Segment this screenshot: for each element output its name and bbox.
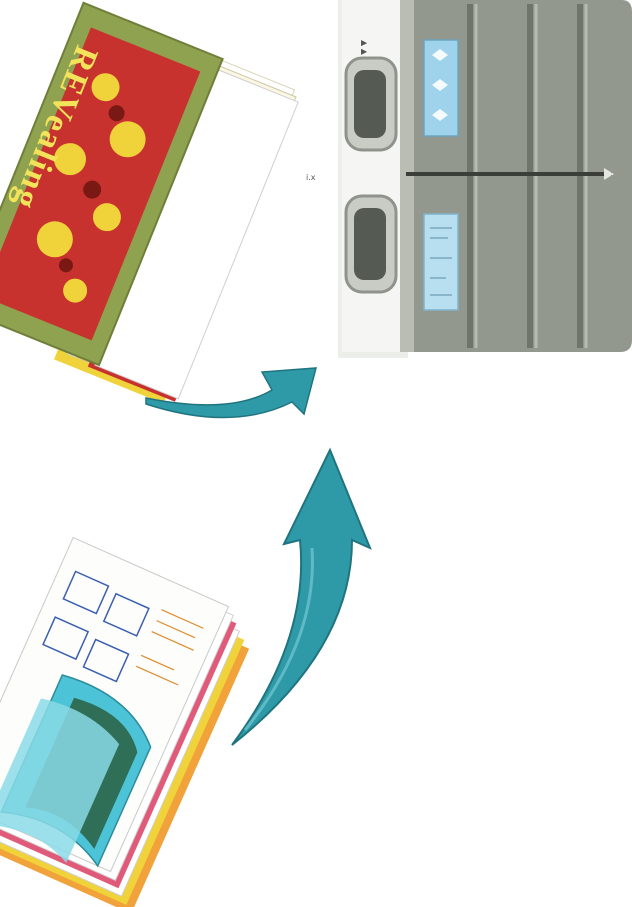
recycling-bin-icon: ▲ ▲ [338, 0, 632, 358]
paper-stack-icon [0, 538, 261, 907]
faint-mark: i.x [306, 173, 316, 182]
bin-side-mark: ▲ ▲ [360, 40, 369, 56]
magazine-stack-icon: REVealing [0, 3, 302, 408]
